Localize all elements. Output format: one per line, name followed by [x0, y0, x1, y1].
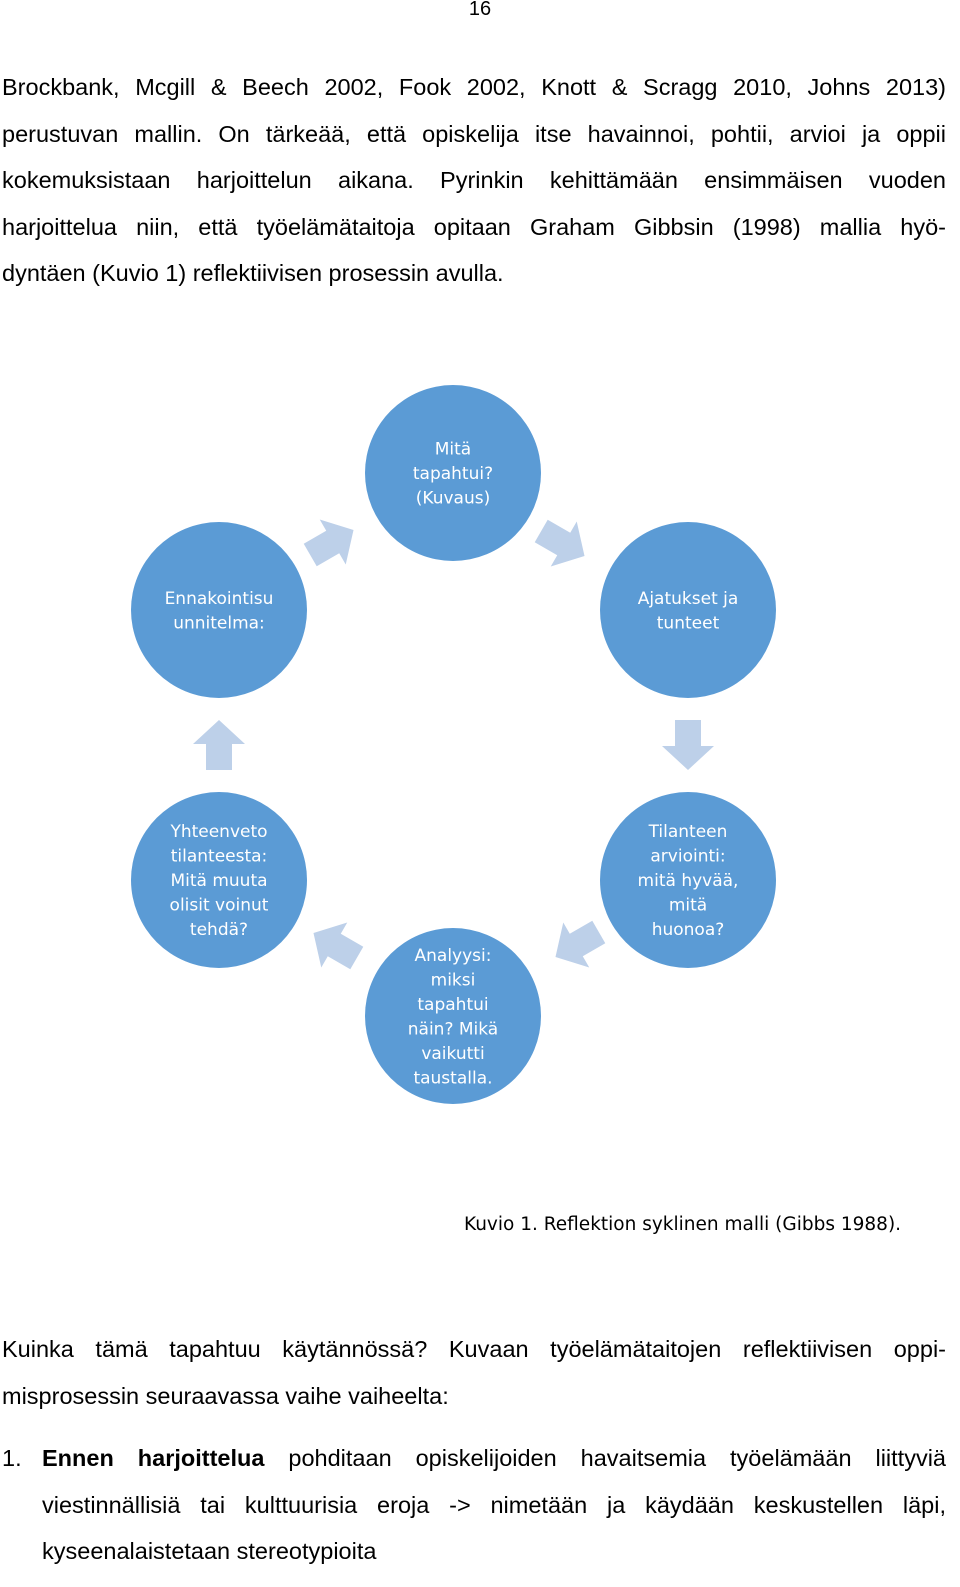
- node-analysis-label: tapahtui: [417, 995, 488, 1015]
- cycle-arrow-5: [193, 720, 245, 770]
- followup-line: misprosessin seuraavassa vaihe vaiheelta…: [2, 1382, 449, 1409]
- list-line: viestinnällisiä tai kulttuurisia eroja -…: [42, 1491, 946, 1518]
- node-conclusion-label: Yhteenveto: [169, 822, 267, 842]
- node-conclusion-label: tehdä?: [190, 920, 248, 940]
- node-action-plan-label: Ennakointisu: [165, 589, 274, 609]
- cycle-arrow-2: [662, 720, 714, 770]
- intro-line: harjoittelua niin, että työelämätaitoja …: [2, 213, 946, 240]
- cycle-arrow-4: [313, 922, 364, 970]
- node-thoughts-feelings-circle: [600, 522, 776, 698]
- intro-line: kokemuksistaan harjoittelun aikana. Pyri…: [2, 167, 946, 193]
- node-conclusion-label: olisit voinut: [170, 896, 269, 916]
- list-number: 1.: [2, 1445, 22, 1471]
- node-evaluation-circle: [600, 792, 776, 968]
- figure-caption: Kuvio 1. Reflektion syklinen malli (Gibb…: [464, 1214, 902, 1235]
- followup-paragraph: Kuinka tämä tapahtuu käytännössä? Kuvaan…: [2, 1326, 946, 1419]
- page-number: 16: [468, 0, 492, 20]
- gibbs-cycle-diagram: Mitä tapahtui? (Kuvaus) Ajatukset ja tunteet…: [131, 385, 776, 1104]
- cycle-arrow-6: [303, 519, 354, 567]
- intro-line: dyntäen (Kuvio 1) reflektiivisen prosess…: [2, 260, 504, 286]
- node-evaluation-label: arviointi:: [650, 847, 725, 867]
- node-action-plan-label: unnitelma:: [173, 613, 265, 633]
- followup-line: Kuinka tämä tapahtuu käytännössä? Kuvaan…: [2, 1336, 946, 1362]
- node-analysis-circle: [365, 928, 541, 1104]
- node-conclusion-label: Mitä muuta: [170, 871, 267, 891]
- node-conclusion-circle: [131, 792, 307, 968]
- node-what-happened-label: (Kuvaus): [416, 489, 490, 509]
- node-what-happened-label: Mitä: [435, 440, 471, 460]
- node-thoughts-feelings-label: Ajatukset ja: [638, 589, 739, 609]
- node-action-plan-circle: [131, 522, 307, 698]
- node-what-happened-label: tapahtui?: [413, 464, 493, 484]
- node-what-happened-circle: [365, 385, 541, 561]
- intro-paragraph: Brockbank, Mcgill & Beech 2002, Fook 200…: [2, 64, 946, 297]
- cycle-arrow-3: [555, 920, 606, 968]
- node-evaluation-label: mitä hyvää,: [638, 871, 739, 891]
- node-evaluation-label: Tilanteen: [648, 822, 728, 842]
- intro-line: Brockbank, Mcgill & Beech 2002, Fook 200…: [2, 74, 946, 100]
- node-analysis-label: näin? Mikä: [408, 1019, 498, 1039]
- node-evaluation-label: huonoa?: [652, 920, 725, 940]
- node-evaluation-label: mitä: [669, 896, 707, 916]
- node-thoughts-feelings-label: tunteet: [657, 613, 720, 633]
- intro-line: perustuvan mallin. On tärkeää, että opis…: [2, 120, 946, 147]
- list-item-body: Ennen harjoittelua pohditaan opiskelijoi…: [42, 1435, 946, 1575]
- list-item-bold: Ennen harjoittelua: [42, 1445, 265, 1471]
- node-analysis-label: taustalla.: [413, 1068, 492, 1088]
- node-conclusion-label: tilanteesta:: [171, 847, 268, 867]
- node-analysis-label: miksi: [431, 970, 476, 990]
- list-line: Ennen harjoittelua pohditaan opiskelijoi…: [42, 1435, 946, 1482]
- node-analysis-label: Analyysi:: [415, 946, 492, 966]
- list-item-text: pohditaan opiskelijoiden havaitsemia työ…: [264, 1445, 946, 1471]
- cycle-arrow-1: [534, 519, 585, 567]
- list-line: kyseenalaistetaan stereotypioita: [42, 1538, 377, 1564]
- node-analysis-label: vaikutti: [421, 1044, 484, 1064]
